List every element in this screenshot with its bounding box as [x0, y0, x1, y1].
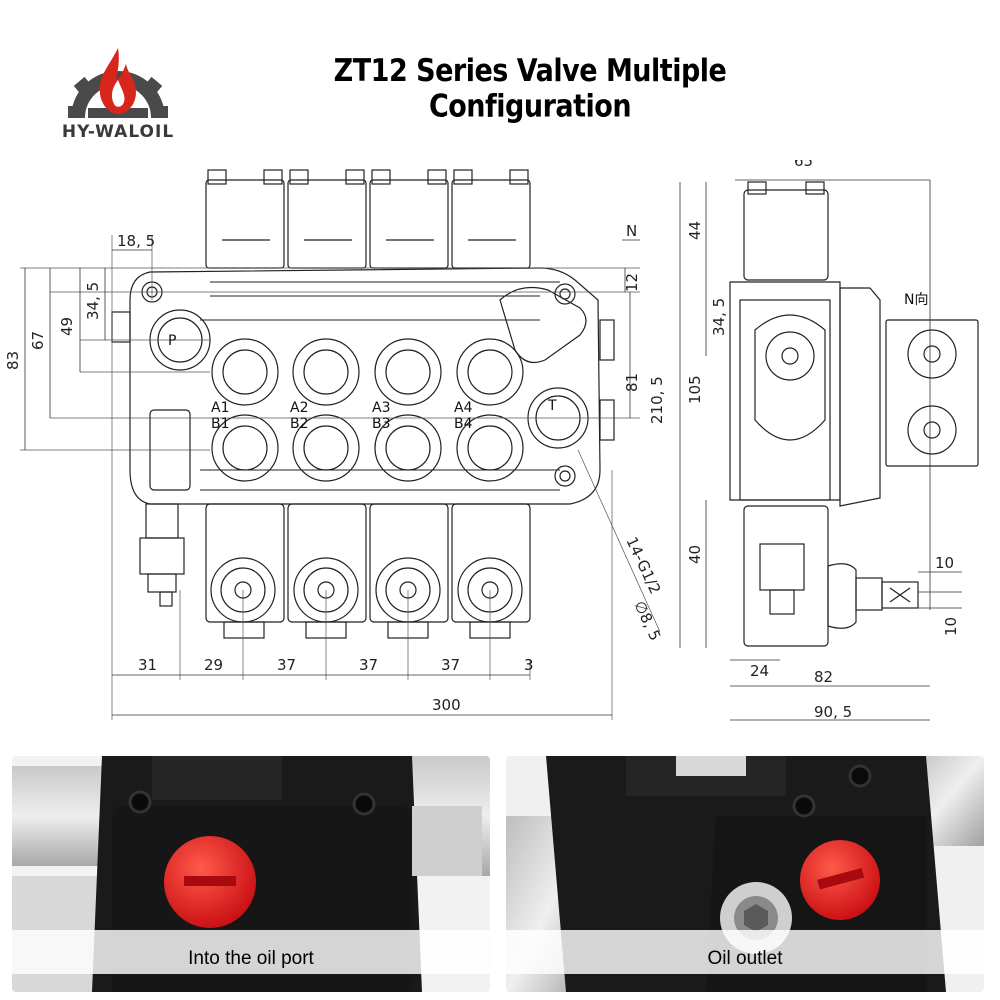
dim-37-a: 37 [277, 656, 296, 674]
side-dim-10-a: 10 [935, 554, 954, 572]
dimension-labels: 18, 5 34, 5 49 67 83 12 81 210, 5 N 31 2… [4, 160, 960, 721]
side-dim-24: 24 [750, 662, 769, 680]
dim-31: 31 [138, 656, 157, 674]
side-dim-90-5: 90, 5 [814, 703, 852, 721]
port-label-a3: A3 [372, 400, 390, 416]
relief-valve [139, 503, 185, 607]
brand-logo [68, 48, 168, 119]
side-dim-65: 65 [794, 160, 813, 170]
technical-drawing [20, 169, 979, 721]
port-label-b3: B3 [372, 416, 391, 432]
dim-12: 12 [623, 273, 641, 292]
side-dim-105: 105 [686, 375, 704, 404]
brand-logo-text: HY-WALOIL [61, 122, 175, 142]
port-label-b1: B1 [211, 416, 230, 432]
caption-band [506, 930, 984, 974]
side-view [679, 179, 979, 721]
port-label-b4: B4 [454, 416, 473, 432]
photo-outlet: Oil outlet [506, 756, 984, 992]
dim-83: 83 [4, 351, 22, 370]
port-label-b2: B2 [290, 416, 309, 432]
n-view-label: N向 [904, 292, 928, 308]
photo-caption-inlet: Into the oil port [188, 948, 314, 969]
dim-300: 300 [432, 696, 461, 714]
dim-210-5: 210, 5 [648, 376, 666, 424]
side-dim-10-b: 10 [942, 617, 960, 636]
photo-caption-outlet: Oil outlet [707, 948, 783, 969]
side-dim-44: 44 [686, 221, 704, 240]
port-label-a4: A4 [454, 400, 473, 416]
n-view [885, 319, 979, 467]
port-label-a2: A2 [290, 400, 308, 416]
dim-29: 29 [204, 656, 223, 674]
caption-band [12, 930, 490, 974]
flame-icon [99, 48, 136, 114]
front-view [20, 169, 661, 720]
side-dim-34-5: 34, 5 [710, 298, 728, 336]
dim-3: 3 [524, 656, 534, 674]
port-label-t: T [547, 398, 557, 414]
dim-67: 67 [29, 331, 47, 350]
dim-n: N [626, 222, 637, 240]
top-caps [205, 169, 531, 269]
dim-49: 49 [58, 317, 76, 336]
port-label-p: P [168, 333, 176, 349]
page-title: ZT12 Series Valve Multiple Configuration [333, 53, 727, 125]
side-dim-82: 82 [814, 668, 833, 686]
dim-37-c: 37 [441, 656, 460, 674]
dim-18-5: 18, 5 [117, 232, 155, 250]
photo-inlet: Into the oil port [12, 756, 490, 992]
dim-thread: 14-G1/2 [622, 534, 664, 597]
port-label-a1: A1 [211, 400, 229, 416]
dim-81: 81 [623, 373, 641, 392]
dim-37-b: 37 [359, 656, 378, 674]
dim-hole: ∅8, 5 [630, 598, 664, 643]
side-dim-40: 40 [686, 545, 704, 564]
dim-34-5: 34, 5 [84, 282, 102, 320]
